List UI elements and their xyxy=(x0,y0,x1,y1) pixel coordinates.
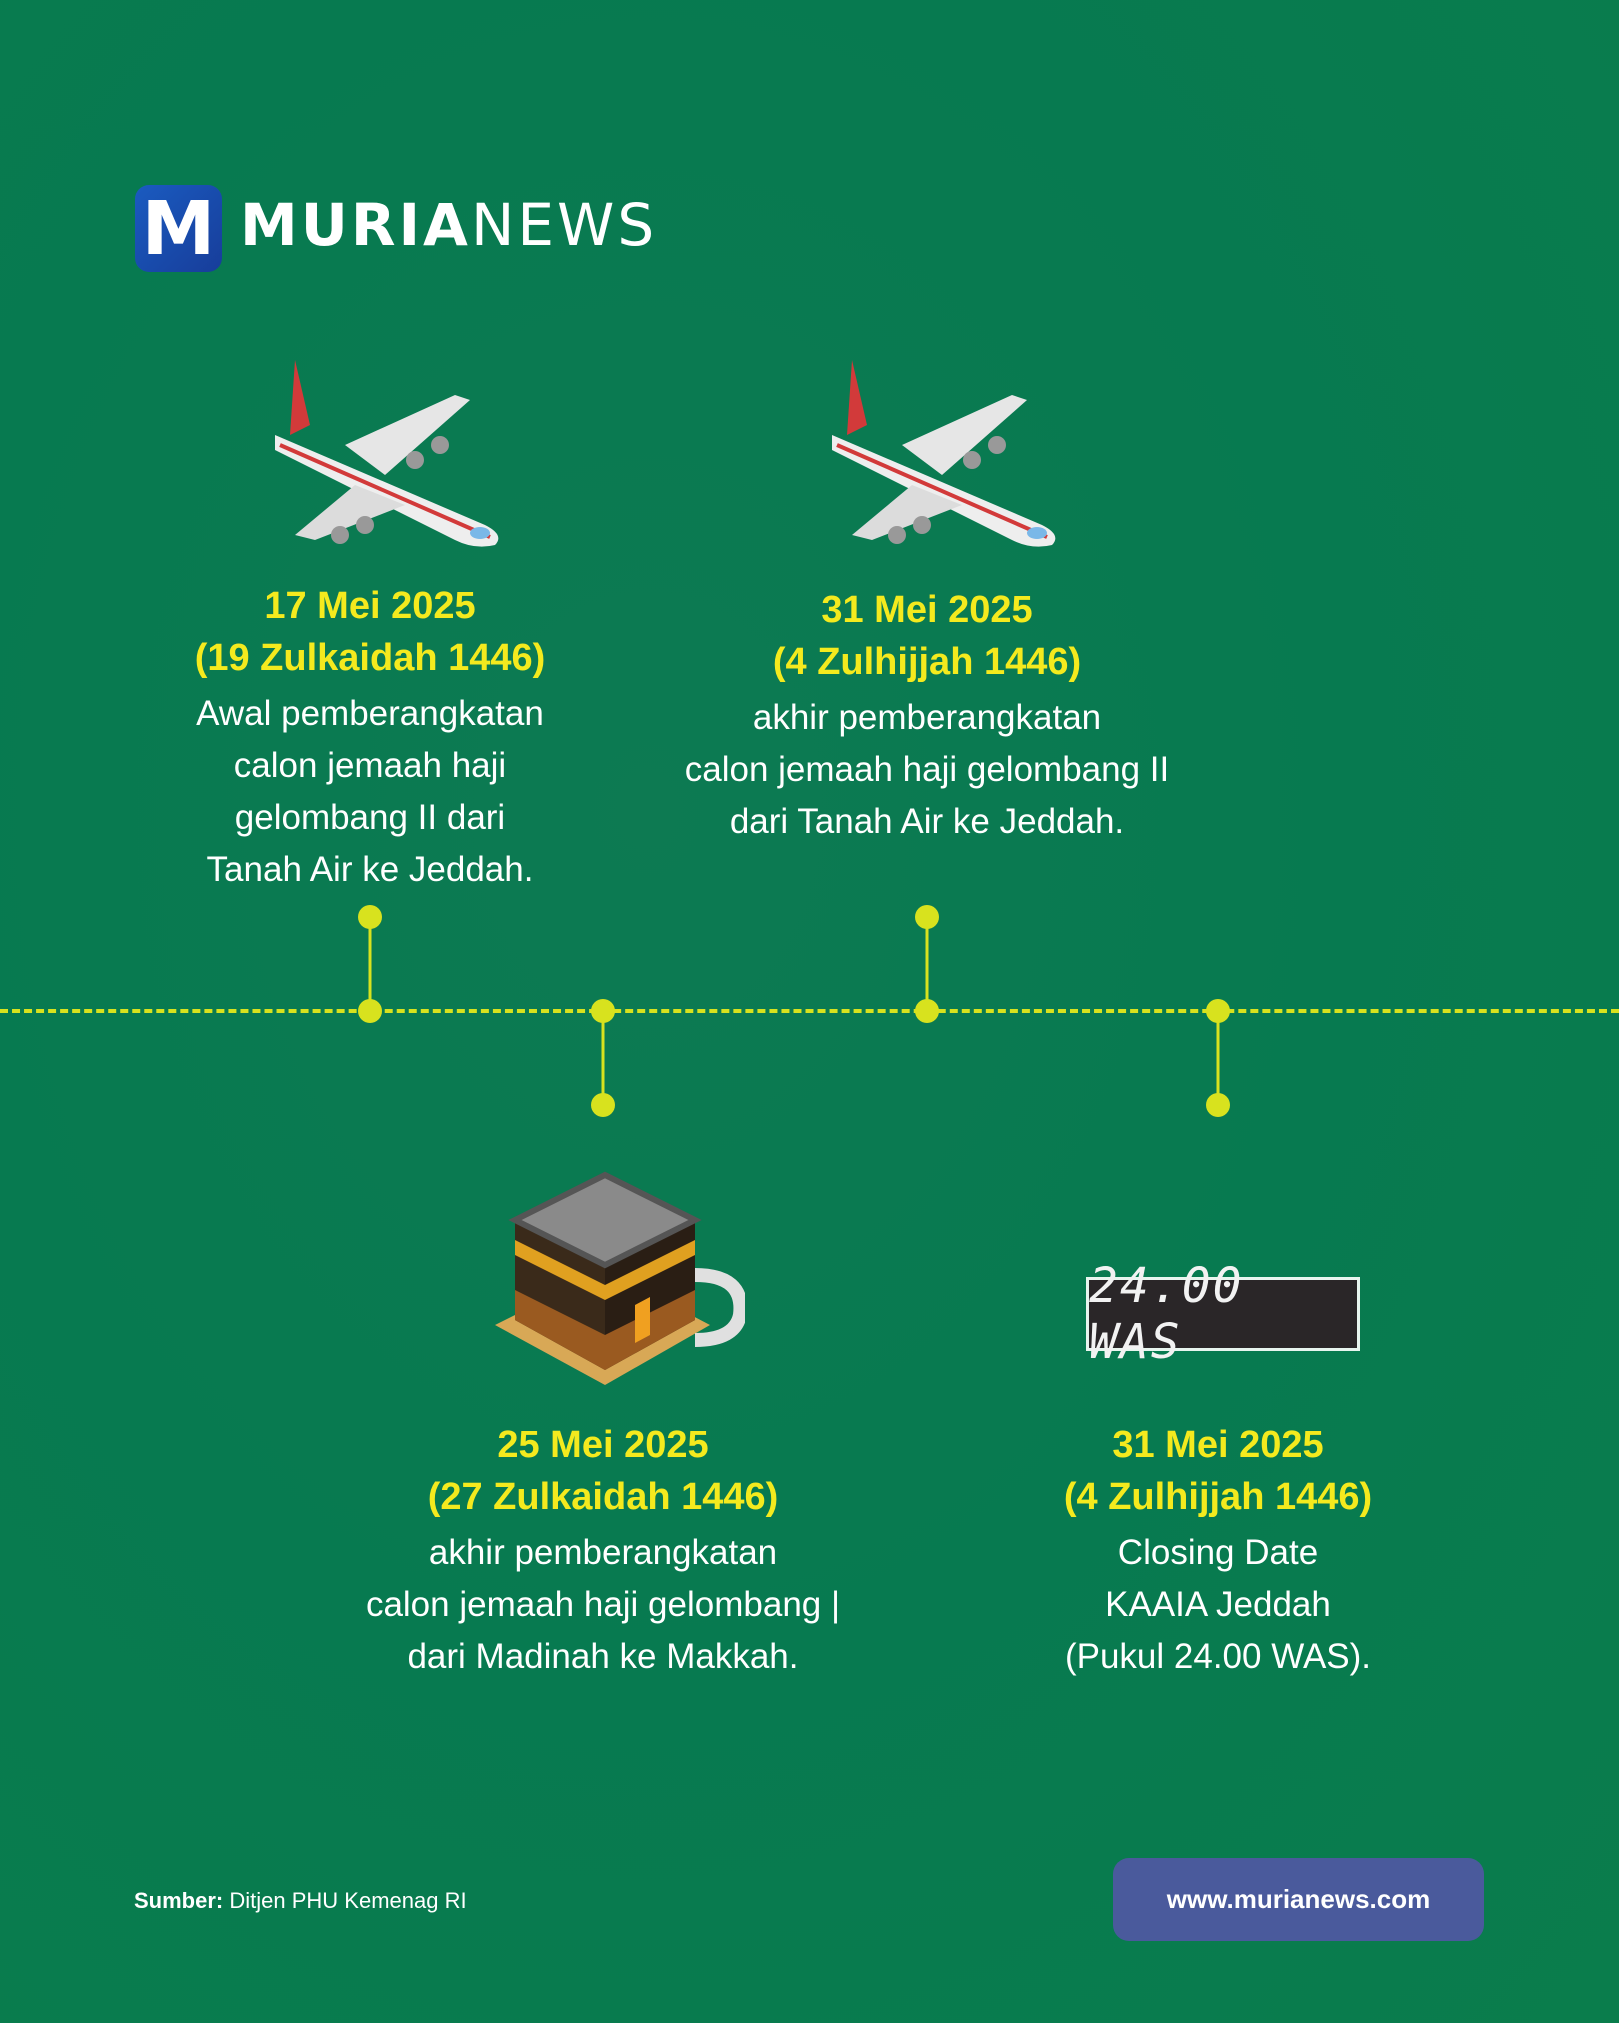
event-3: 25 Mei 2025 (27 Zulkaidah 1446) akhir pe… xyxy=(293,1419,913,1683)
event-description: Awal pemberangkatan calon jemaah haji ge… xyxy=(60,688,680,896)
timeline-dot xyxy=(915,905,939,929)
airplane-icon xyxy=(832,360,1056,547)
logo-letter: M xyxy=(141,185,216,272)
desc-line: dari Tanah Air ke Jeddah. xyxy=(729,802,1125,841)
event-description: Closing Date KAAIA Jeddah (Pukul 24.00 W… xyxy=(908,1527,1528,1683)
desc-line: Awal pemberangkatan xyxy=(196,694,544,733)
timeline-line xyxy=(0,1009,1619,1013)
timeline-dot xyxy=(1206,1093,1230,1117)
event-hijri-date: (4 Zulhijjah 1446) xyxy=(1063,1476,1373,1518)
event-1: 17 Mei 2025 (19 Zulkaidah 1446) Awal pem… xyxy=(60,580,680,896)
brand-name-bold: MURIA xyxy=(240,191,471,259)
event-hijri-date: (4 Zulhijjah 1446) xyxy=(772,641,1082,683)
desc-line: calon jemaah haji gelombang | xyxy=(365,1585,841,1624)
desc-line: akhir pemberangkatan xyxy=(752,698,1102,737)
brand-name: MURIANEWS xyxy=(240,196,657,254)
brand-logo: M xyxy=(135,185,222,272)
timeline-dot xyxy=(915,999,939,1023)
desc-line: gelombang II dari xyxy=(234,798,506,837)
event-hijri-date: (19 Zulkaidah 1446) xyxy=(194,637,546,679)
kaaba-icon xyxy=(495,1171,745,1385)
desc-line: calon jemaah haji gelombang II xyxy=(684,750,1170,789)
desc-line: KAAIA Jeddah xyxy=(1105,1585,1331,1624)
timeline-stem xyxy=(925,917,929,1010)
source-credit: Sumber: Ditjen PHU Kemenag RI xyxy=(134,1888,467,1914)
desc-line: Closing Date xyxy=(1117,1533,1319,1572)
timeline-stem xyxy=(601,1010,605,1105)
timeline-stem xyxy=(1216,1010,1220,1105)
event-2: 31 Mei 2025 (4 Zulhijjah 1446) akhir pem… xyxy=(617,584,1237,848)
event-description: akhir pemberangkatan calon jemaah haji g… xyxy=(617,692,1237,848)
event-date: 31 Mei 2025 xyxy=(821,589,1033,631)
event-date: 17 Mei 2025 xyxy=(264,585,476,627)
source-label: Sumber: xyxy=(134,1888,224,1913)
event-date: 31 Mei 2025 xyxy=(1112,1424,1324,1466)
timeline-dot xyxy=(358,999,382,1023)
desc-line: calon jemaah haji xyxy=(233,746,507,785)
desc-line: (Pukul 24.00 WAS). xyxy=(1064,1637,1372,1676)
website-link[interactable]: www.murianews.com xyxy=(1166,1884,1431,1914)
source-value: Ditjen PHU Kemenag RI xyxy=(229,1888,467,1913)
digital-clock-icon: 24.00 WAS xyxy=(1086,1258,1360,1370)
desc-line: Tanah Air ke Jeddah. xyxy=(206,850,534,889)
timeline-dot xyxy=(591,999,615,1023)
timeline-dot xyxy=(358,905,382,929)
clock-text: 24.00 WAS xyxy=(1089,1258,1244,1370)
timeline-dot xyxy=(1206,999,1230,1023)
event-description: akhir pemberangkatan calon jemaah haji g… xyxy=(293,1527,913,1683)
event-4: 31 Mei 2025 (4 Zulhijjah 1446) Closing D… xyxy=(908,1419,1528,1683)
brand-name-light: NEWS xyxy=(470,191,658,259)
event-date: 25 Mei 2025 xyxy=(497,1424,709,1466)
event-hijri-date: (27 Zulkaidah 1446) xyxy=(427,1476,779,1518)
desc-line: akhir pemberangkatan xyxy=(428,1533,778,1572)
desc-line: dari Madinah ke Makkah. xyxy=(407,1637,799,1676)
airplane-icon xyxy=(275,360,499,547)
website-button[interactable]: www.murianews.com xyxy=(1113,1858,1484,1941)
timeline-stem xyxy=(368,917,372,1010)
timeline-dot xyxy=(591,1093,615,1117)
